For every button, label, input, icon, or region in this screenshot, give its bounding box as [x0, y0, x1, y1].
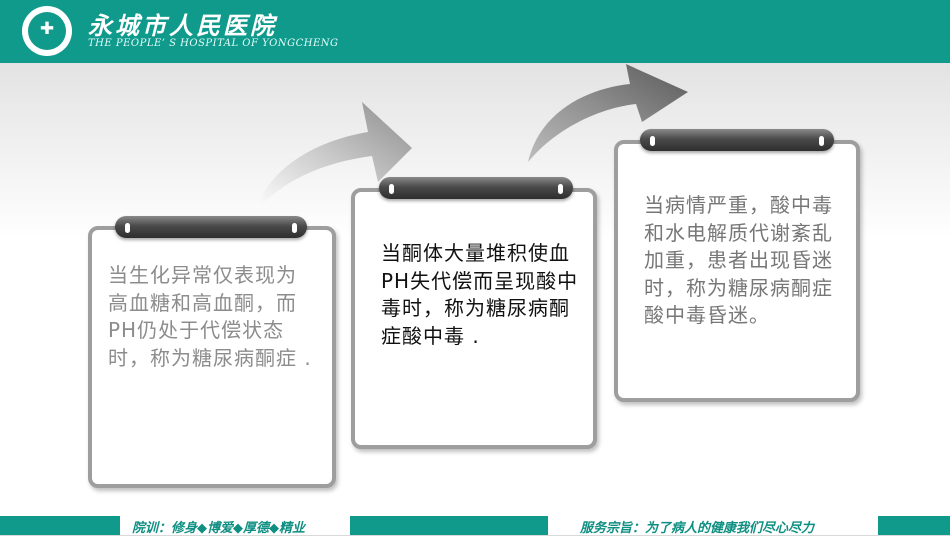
footer-service-tenet: 服务宗旨：为了病人的健康我们尽心尽力	[580, 521, 815, 536]
pin-left-icon	[125, 223, 130, 233]
info-card-1	[88, 226, 336, 488]
card-2-header-bar	[379, 177, 573, 199]
hospital-name-en: THE PEOPLE’ S HOSPITAL OF YONGCHENG	[88, 38, 339, 49]
pin-left-icon	[389, 184, 394, 194]
hospital-name-cn: 永城市人民医院	[88, 11, 277, 40]
footer-right-box	[548, 516, 878, 535]
pin-right-icon	[819, 136, 824, 146]
pin-right-icon	[558, 184, 563, 194]
pin-left-icon	[650, 136, 655, 146]
cross-icon: ✚	[39, 19, 55, 39]
card-3-header-bar	[640, 129, 834, 151]
info-card-3	[614, 140, 860, 402]
curved-arrow-1-icon	[255, 102, 412, 212]
pin-right-icon	[292, 223, 297, 233]
curved-arrow-2-icon	[528, 64, 688, 162]
footer-motto: 院训：修身◆博爱◆厚德◆精业	[132, 521, 305, 536]
hospital-logo: ✚	[22, 6, 72, 56]
header-divider	[0, 60, 950, 63]
header-banner: ✚ 永城市人民医院 THE PEOPLE’ S HOSPITAL OF YONG…	[0, 0, 950, 60]
card-1-text: 当生化异常仅表现为高血糖和高血酮，而PH仍处于代偿状态时，称为糖尿病酮症 .	[108, 263, 312, 370]
logo-emblem: ✚	[28, 12, 66, 50]
card-1-header-bar	[115, 216, 307, 238]
card-2-text: 当酮体大量堆积使血PH失代偿而呈现酸中毒时，称为糖尿病酮症酸中毒 .	[381, 241, 579, 348]
footer-left-box	[120, 516, 350, 535]
card-3-text: 当病情严重，酸中毒和水电解质代谢紊乱加重，患者出现昏迷时，称为糖尿病酮症酸中毒昏…	[644, 193, 833, 327]
